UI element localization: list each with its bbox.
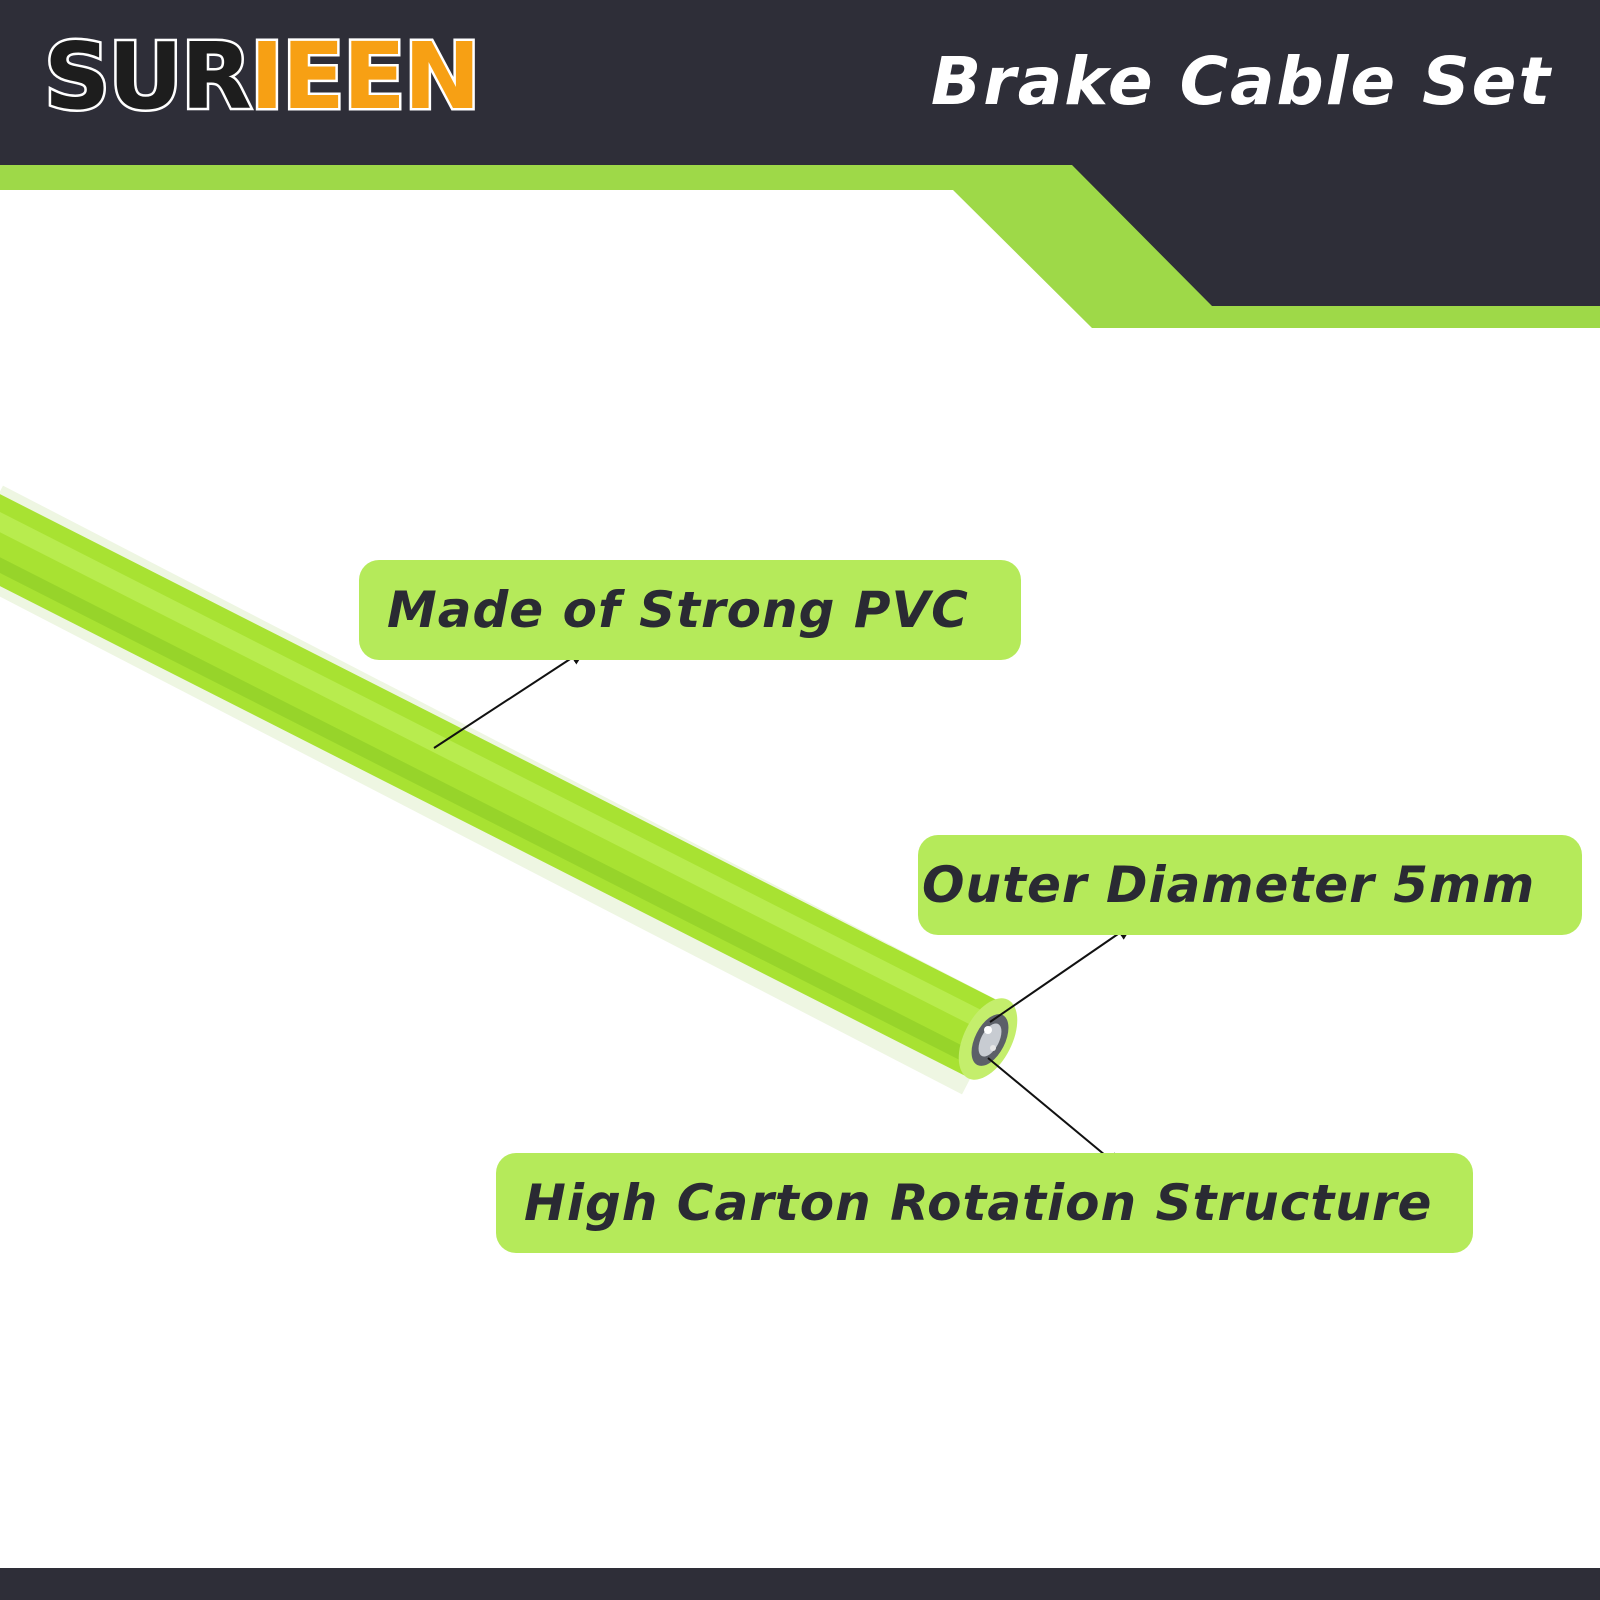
brake-cable: [0, 485, 1018, 1095]
callout-diameter-text: Outer Diameter 5mm: [922, 856, 1536, 914]
brand-logo-part2: IEEN: [247, 21, 483, 133]
page-title: Brake Cable Set: [930, 43, 1552, 120]
brand-logo-part1: SUR: [42, 21, 255, 133]
pointer-arrow-material: [433, 647, 588, 749]
header-dark-band: [0, 0, 1600, 306]
pointer-arrow-diameter: [989, 922, 1135, 1023]
pointer-arrow-structure: [987, 1057, 1124, 1171]
brand-logo: SURIEEN: [42, 12, 484, 142]
callout-material: Made of Strong PVC: [359, 560, 1021, 660]
callout-material-text: Made of Strong PVC: [387, 581, 969, 639]
footer-band: [0, 1568, 1600, 1600]
callout-structure-text: High Carton Rotation Structure: [524, 1174, 1433, 1232]
callout-structure: High Carton Rotation Structure: [496, 1153, 1473, 1253]
callout-diameter: Outer Diameter 5mm: [918, 835, 1582, 935]
